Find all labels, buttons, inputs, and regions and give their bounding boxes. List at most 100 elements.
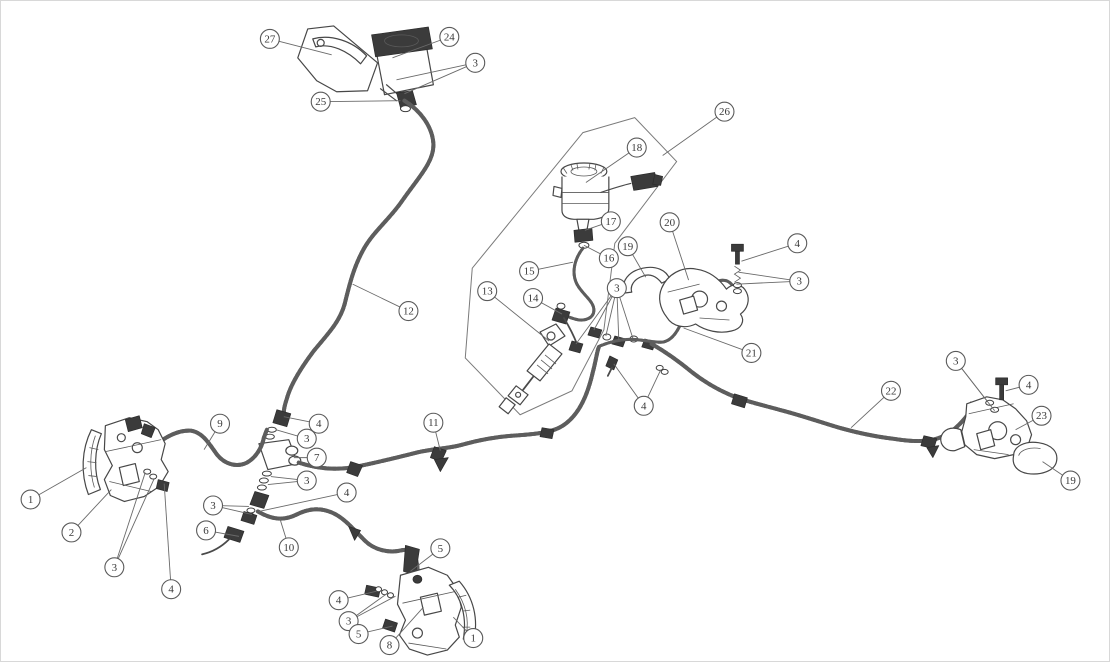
callout-9: 9 xyxy=(203,413,231,450)
end-bolt xyxy=(240,511,258,525)
callout-number: 22 xyxy=(886,385,897,397)
callout-balloon xyxy=(600,211,621,232)
callout-balloon xyxy=(306,447,327,468)
body-ribs xyxy=(536,354,557,375)
callout-balloon xyxy=(161,579,182,600)
callout-balloon xyxy=(523,288,544,309)
front-left-brake-hose xyxy=(149,427,269,467)
callout-4: 4 xyxy=(741,233,808,262)
leader-line xyxy=(585,147,638,183)
callout-4: 4 xyxy=(613,363,662,416)
callout-balloon xyxy=(203,495,224,516)
washer-2 xyxy=(381,589,389,596)
callout-5: 5 xyxy=(410,538,451,572)
pipe-clip-1 xyxy=(346,461,363,477)
callout-balloon xyxy=(439,26,460,47)
lower-washer-1 xyxy=(261,470,272,477)
lower-washer-2 xyxy=(258,477,269,484)
leader-line xyxy=(669,222,690,281)
leader-line xyxy=(392,36,450,59)
top-fitting xyxy=(124,415,143,433)
callout-4: 4 xyxy=(161,483,182,600)
lower-washer-3 xyxy=(256,484,267,491)
lower-fitting xyxy=(249,491,270,509)
callout-14: 14 xyxy=(523,288,563,315)
callout-number: 9 xyxy=(217,418,223,430)
reservoir-body xyxy=(561,176,610,220)
callout-balloon xyxy=(296,428,317,449)
callout-balloon xyxy=(104,557,125,578)
callout-number: 7 xyxy=(314,452,320,464)
callout-number: 4 xyxy=(316,418,322,430)
callout-18: 18 xyxy=(585,137,647,183)
callout-3: 3 xyxy=(275,428,317,449)
callout-balloon xyxy=(209,413,231,434)
fitting-a xyxy=(568,340,584,354)
callout-12: 12 xyxy=(352,283,419,322)
lever-pivot xyxy=(316,38,325,47)
joint-pin xyxy=(515,391,522,398)
cap-center xyxy=(570,166,598,177)
leader-line xyxy=(163,483,172,590)
spring xyxy=(733,265,742,283)
callout-number: 19 xyxy=(622,241,633,253)
leader-line xyxy=(486,290,550,342)
callout-balloon xyxy=(945,350,966,371)
brake-lever xyxy=(312,36,368,65)
washer-a xyxy=(602,333,612,341)
callout-19: 19 xyxy=(617,236,647,278)
mount-hole xyxy=(715,300,728,312)
leader-line xyxy=(404,62,476,95)
callout-22: 22 xyxy=(850,380,902,429)
callout-7: 7 xyxy=(293,447,327,468)
callout-number: 3 xyxy=(112,562,118,574)
bracket-hole xyxy=(546,331,556,341)
bleeder-screw xyxy=(382,618,398,633)
universal-joint xyxy=(507,385,529,406)
brake-line-junction xyxy=(201,409,302,556)
callout-balloon xyxy=(1031,405,1052,426)
callout-balloon xyxy=(296,470,317,491)
callout-4: 4 xyxy=(258,482,357,512)
caliper-inner-block xyxy=(118,463,140,487)
leader-line xyxy=(736,280,800,285)
callout-number: 10 xyxy=(283,542,294,554)
callout-16: 16 xyxy=(583,244,619,269)
washer-c xyxy=(655,364,664,371)
mount-hole xyxy=(1010,434,1022,446)
callout-number: 26 xyxy=(719,106,730,118)
hose-clip xyxy=(348,526,361,541)
callout-balloon xyxy=(310,91,331,112)
bolt-shaft xyxy=(999,383,1004,401)
leader-line xyxy=(738,271,800,282)
washer-2 xyxy=(732,288,742,295)
callout-number: 23 xyxy=(1036,410,1047,422)
callout-number: 17 xyxy=(605,216,616,228)
callout-number: 12 xyxy=(403,306,414,318)
washer-2 xyxy=(990,406,1000,413)
washer-3 xyxy=(387,592,394,599)
callout-17: 17 xyxy=(584,211,621,232)
callout-24: 24 xyxy=(392,26,460,59)
caliper-detail-lines xyxy=(105,439,162,492)
leader-line xyxy=(683,327,752,354)
leader-line xyxy=(258,492,347,512)
callout-number: 3 xyxy=(210,500,216,512)
leader-line xyxy=(113,472,146,568)
callout-balloon xyxy=(787,233,808,254)
washer-1 xyxy=(732,282,742,289)
callout-balloon xyxy=(259,28,280,49)
callout-balloon xyxy=(626,137,647,158)
callout-number: 1 xyxy=(471,633,476,645)
bracket-6-tail xyxy=(201,538,230,556)
callout-number: 13 xyxy=(482,286,493,298)
callout-number: 3 xyxy=(346,616,352,628)
callout-balloon xyxy=(430,538,451,559)
rear-right-brake-hose xyxy=(649,341,986,458)
inline-fitting xyxy=(539,427,555,440)
hose-clip-bracket xyxy=(926,445,940,458)
callout-number: 3 xyxy=(304,433,310,445)
leader-line xyxy=(30,467,87,500)
callout-number: 3 xyxy=(304,475,310,487)
